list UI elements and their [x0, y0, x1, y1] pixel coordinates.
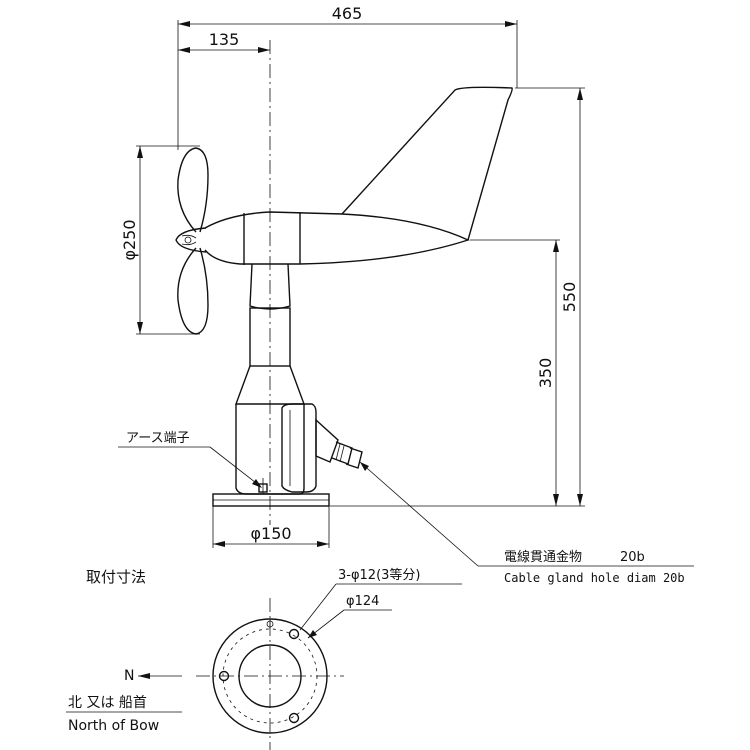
dim-propeller-diameter: φ250: [120, 145, 200, 335]
bolt-hole-2: [218, 670, 230, 682]
cable-gland-en-label: Cable gland hole diam 20b: [504, 571, 685, 585]
north-jp-label: 北 又は 船首: [68, 695, 147, 711]
junction-box: [281, 403, 317, 493]
mounting-title: 取付寸法: [86, 568, 146, 586]
tail-fin: [341, 86, 513, 241]
cable-gland-callout: 電線貫通金物 20b Cable gland hole diam 20b: [359, 461, 694, 585]
bolt-holes-label: 3-φ12(3等分): [338, 567, 421, 583]
dim-550-text: 550: [560, 282, 579, 313]
mast-flare: [234, 365, 306, 405]
north-indicator: N 北 又は 船首 North of Bow: [66, 668, 182, 734]
dim-overall-length: 465: [177, 4, 518, 150]
flange-inner-bore: [238, 644, 302, 708]
earth-terminal-callout: アース端子: [118, 431, 262, 488]
north-letter: N: [124, 668, 134, 684]
bolt-hole-1: [288, 628, 300, 640]
mast-pipe: [249, 307, 291, 367]
fuselage: [204, 211, 470, 265]
dim-total-height: 550: [330, 87, 585, 507]
dim-350-text: 350: [536, 358, 555, 389]
bolt-hole-3: [288, 712, 300, 724]
dim-465-text: 465: [332, 4, 363, 23]
cable-gland-jp-label: 電線貫通金物: [504, 549, 582, 565]
earth-terminal: [258, 478, 268, 494]
dim-base-diameter: φ150: [212, 506, 330, 548]
dim-phi150-text: φ150: [250, 524, 291, 543]
earth-terminal-label: アース端子: [126, 431, 190, 446]
propeller-blade-upper: [177, 147, 209, 233]
pcd-callout: φ124: [307, 594, 392, 639]
dim-135-text: 135: [209, 30, 240, 49]
north-arrow-icon: [138, 673, 150, 679]
propeller-blade-lower: [177, 247, 209, 335]
north-en-label: North of Bow: [68, 718, 159, 734]
dim-hub-offset: 135: [178, 30, 270, 53]
dim-axis-height: 350: [470, 239, 560, 506]
cable-gland-jp-size: 20b: [620, 550, 645, 565]
pitch-circle: [222, 628, 318, 724]
mounting-plan-view: [196, 598, 344, 750]
dim-phi250-text: φ250: [120, 219, 139, 260]
pcd-label: φ124: [346, 594, 379, 609]
nose-cone: [175, 227, 207, 253]
mast-neck: [249, 263, 291, 310]
bolt-holes-callout: 3-φ12(3等分): [299, 567, 462, 631]
cable-gland: [315, 418, 363, 469]
